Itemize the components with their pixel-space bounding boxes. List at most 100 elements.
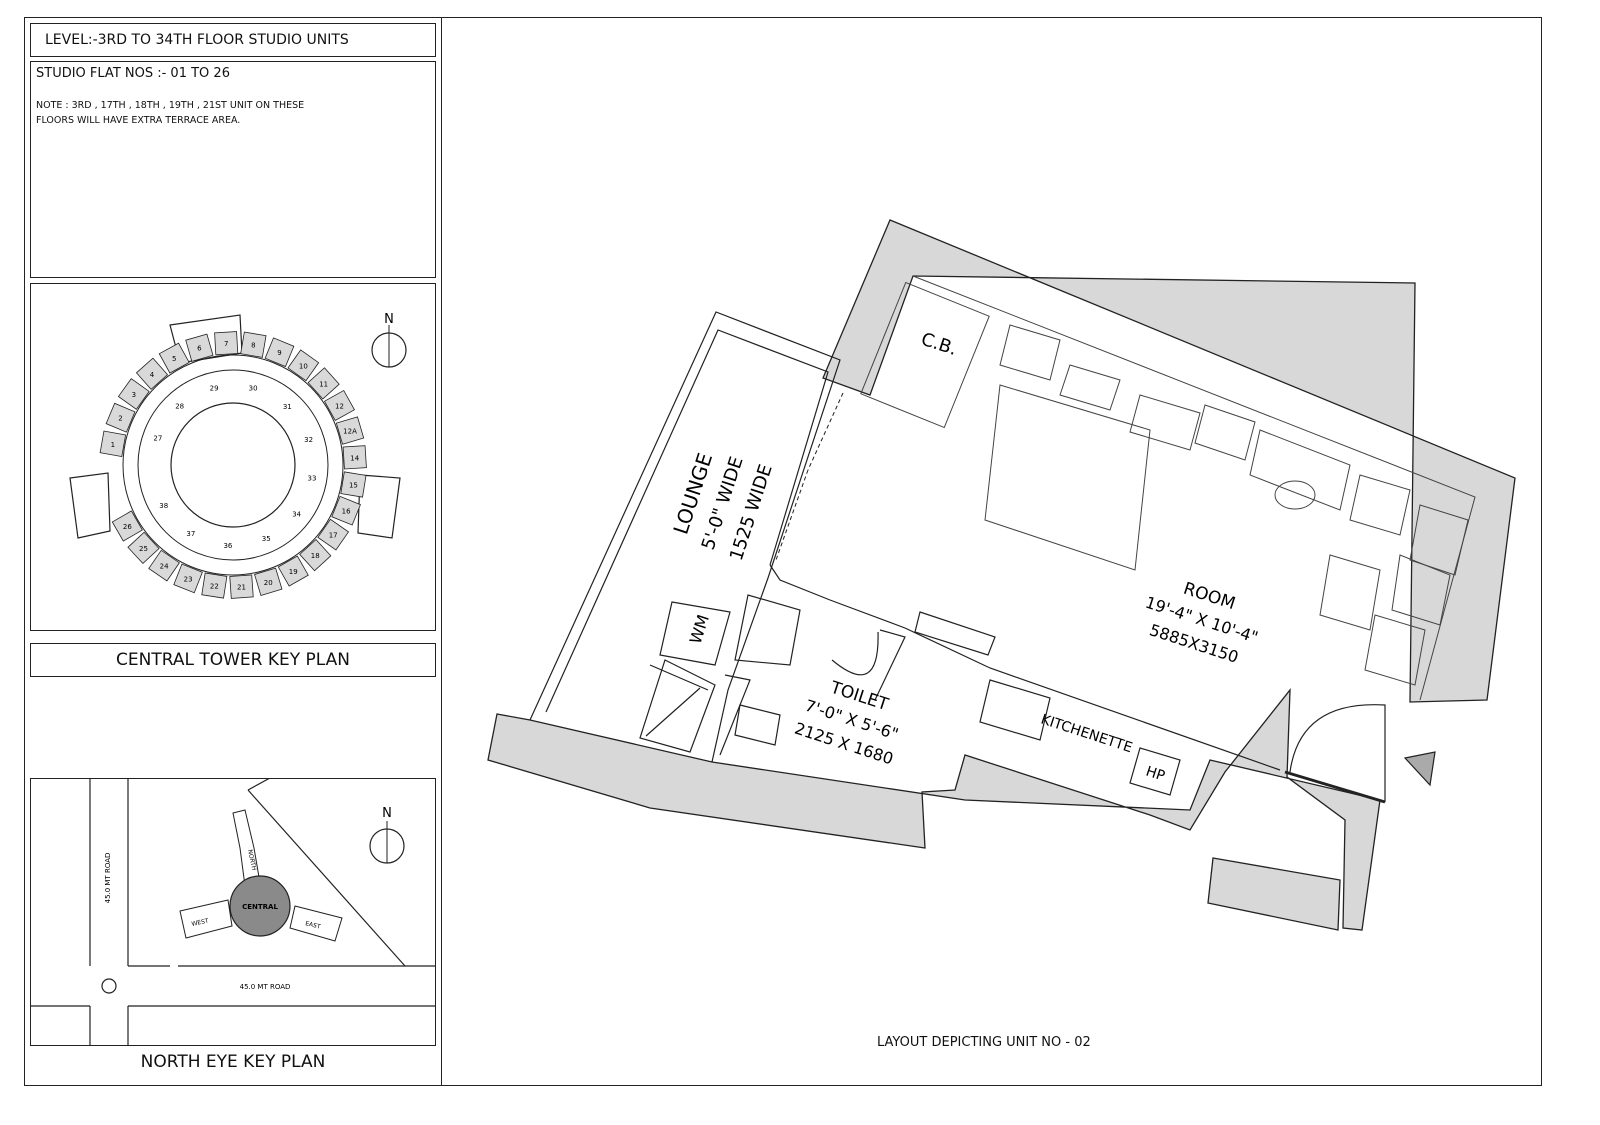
key-plan-unit: 12: [323, 389, 356, 421]
key-plan-unit-label: 24: [160, 563, 169, 571]
key-plan-unit-label: 7: [224, 340, 228, 348]
key-plan-unit: 10: [287, 349, 320, 382]
lounge-outline: [529, 311, 841, 763]
key-plan-unit: 15: [340, 471, 367, 498]
key-plan-unit-label: 14: [350, 454, 359, 462]
key-plan-unit: 21: [229, 574, 254, 599]
key-plan-inner-unit-label: 29: [210, 384, 219, 392]
left-panel: [24, 17, 442, 1086]
key-plan-unit: 22: [201, 572, 228, 599]
unit-floor-plan: C.B. LOUNGE 5'-0" WIDE 1525 WIDE ROOM 19…: [487, 219, 1516, 931]
north-eye-key-plan: 45.0 MT ROAD 45.0 MT ROAD NORTH WEST EAS…: [30, 778, 436, 1046]
key-plan-unit-label: 21: [237, 584, 246, 592]
key-plan-unit-label: 18: [311, 552, 320, 560]
key-plan-unit: 6: [185, 333, 214, 362]
cb-label: C.B.: [918, 329, 959, 360]
key-plan-unit: 20: [254, 567, 283, 597]
key-plan-inner-unit-label: 34: [292, 510, 301, 518]
wm-label: WM: [686, 612, 713, 646]
north-arrow: N: [371, 312, 407, 368]
key-plan-unit: 26: [111, 510, 143, 542]
walls: [487, 219, 1516, 931]
level-title: LEVEL:-3RD TO 34TH FLOOR STUDIO UNITS: [45, 32, 349, 48]
key-plan-unit-label: 1: [111, 441, 115, 449]
key-plan-unit: 24: [148, 549, 180, 582]
key-plan-unit: 14: [342, 445, 367, 470]
key-plan-unit-label: 19: [289, 568, 298, 576]
roads: [30, 778, 436, 1046]
key-plan-unit: 7: [214, 331, 239, 356]
kitchenette-label: KITCHENETTE: [1039, 712, 1135, 757]
note-box: [30, 61, 436, 278]
key-plan-unit-label: 9: [277, 349, 281, 357]
north-tower-label: NORTH: [246, 849, 257, 871]
key-plan-unit-label: 25: [139, 545, 148, 553]
key-plan-unit: 1: [99, 430, 127, 458]
key-plan-unit-label: 4: [150, 371, 155, 379]
roundabout: [101, 978, 117, 994]
key-plan-unit: 11: [307, 367, 340, 400]
site-north-arrow: N: [369, 806, 405, 864]
inner-unit-ring: 27 28 29 30 31 32 33 34 35 36 37 38: [153, 384, 316, 550]
north-eye-key-plan-title: NORTH EYE KEY PLAN: [140, 1052, 326, 1072]
site-plan-box: [30, 778, 436, 1046]
east-tower-label: EAST: [305, 920, 322, 931]
key-plan-unit-label: 2: [118, 415, 122, 423]
toilet-kitchenette: [639, 564, 1436, 804]
north-label: N: [384, 312, 394, 327]
key-plan-unit: 4: [135, 357, 169, 390]
key-plan-unit: 5: [158, 342, 190, 374]
road-horizontal-label: 45.0 MT ROAD: [240, 983, 291, 991]
key-plan-unit-label: 15: [349, 482, 358, 490]
key-plan-unit-label: 11: [319, 380, 328, 388]
key-plan-unit: 23: [173, 563, 203, 594]
key-plan-inner-unit-label: 27: [153, 435, 162, 443]
wardrobe-door: [775, 392, 844, 561]
key-plan-inner-unit-label: 31: [283, 403, 292, 411]
key-plan-unit: 16: [331, 495, 361, 526]
key-plan-inner-unit-label: 33: [308, 475, 317, 483]
hp-label: HP: [1144, 764, 1167, 785]
note-line-2: FLOORS WILL HAVE EXTRA TERRACE AREA.: [36, 115, 241, 126]
central-key-plan-box: [30, 283, 436, 631]
key-plan-unit-label: 12A: [343, 428, 357, 436]
key-plan-unit-label: 8: [251, 342, 255, 350]
key-plan-unit: 19: [277, 555, 309, 587]
central-tower-disc: [229, 875, 291, 937]
ring-outer-edge: [122, 354, 344, 576]
key-plan-inner-unit-label: 32: [304, 436, 313, 444]
layout-caption: LAYOUT DEPICTING UNIT NO - 02: [877, 1035, 1091, 1050]
key-plan-unit: 18: [299, 538, 332, 572]
road-vertical-label: 45.0 MT ROAD: [104, 853, 112, 904]
key-plan-inner-unit-label: 35: [262, 535, 271, 543]
key-plan-unit: 25: [127, 531, 160, 565]
central-title-box: [30, 643, 436, 677]
central-tower-label: CENTRAL: [242, 903, 278, 911]
key-plan-inner-unit-label: 36: [223, 542, 232, 550]
west-tower-label: WEST: [191, 917, 210, 927]
room-outline: [860, 275, 1476, 701]
key-plan-inner-unit-label: 28: [175, 402, 184, 410]
note-line-1: NOTE : 3RD , 17TH , 18TH , 19TH , 21ST U…: [36, 100, 305, 111]
site-north-label: N: [382, 806, 392, 821]
key-plan-unit-label: 16: [342, 508, 351, 516]
key-plan-unit: 2: [105, 402, 136, 433]
flat-nos: STUDIO FLAT NOS :- 01 TO 26: [36, 66, 230, 81]
key-plan-unit: 17: [317, 518, 350, 551]
key-plan-inner-unit-label: 30: [249, 385, 258, 393]
key-plan-unit: 8: [240, 331, 267, 358]
towers: NORTH WEST EAST CENTRAL: [179, 809, 343, 942]
key-plan-inner-unit-label: 38: [159, 502, 168, 510]
key-plan-unit-label: 20: [264, 579, 273, 587]
key-plan-unit: 3: [117, 378, 150, 410]
key-plan-inner-unit-label: 37: [186, 530, 195, 538]
key-plan-unit: 9: [264, 337, 295, 368]
key-plan-unit-label: 5: [172, 355, 176, 363]
key-plan-unit-label: 23: [184, 575, 193, 583]
key-plan-unit-label: 12: [335, 402, 344, 410]
ring-corridor-edge: [137, 369, 329, 561]
title-box: [30, 23, 436, 57]
ring-inner-edge: [170, 402, 296, 528]
key-plan-unit-label: 17: [329, 532, 338, 540]
